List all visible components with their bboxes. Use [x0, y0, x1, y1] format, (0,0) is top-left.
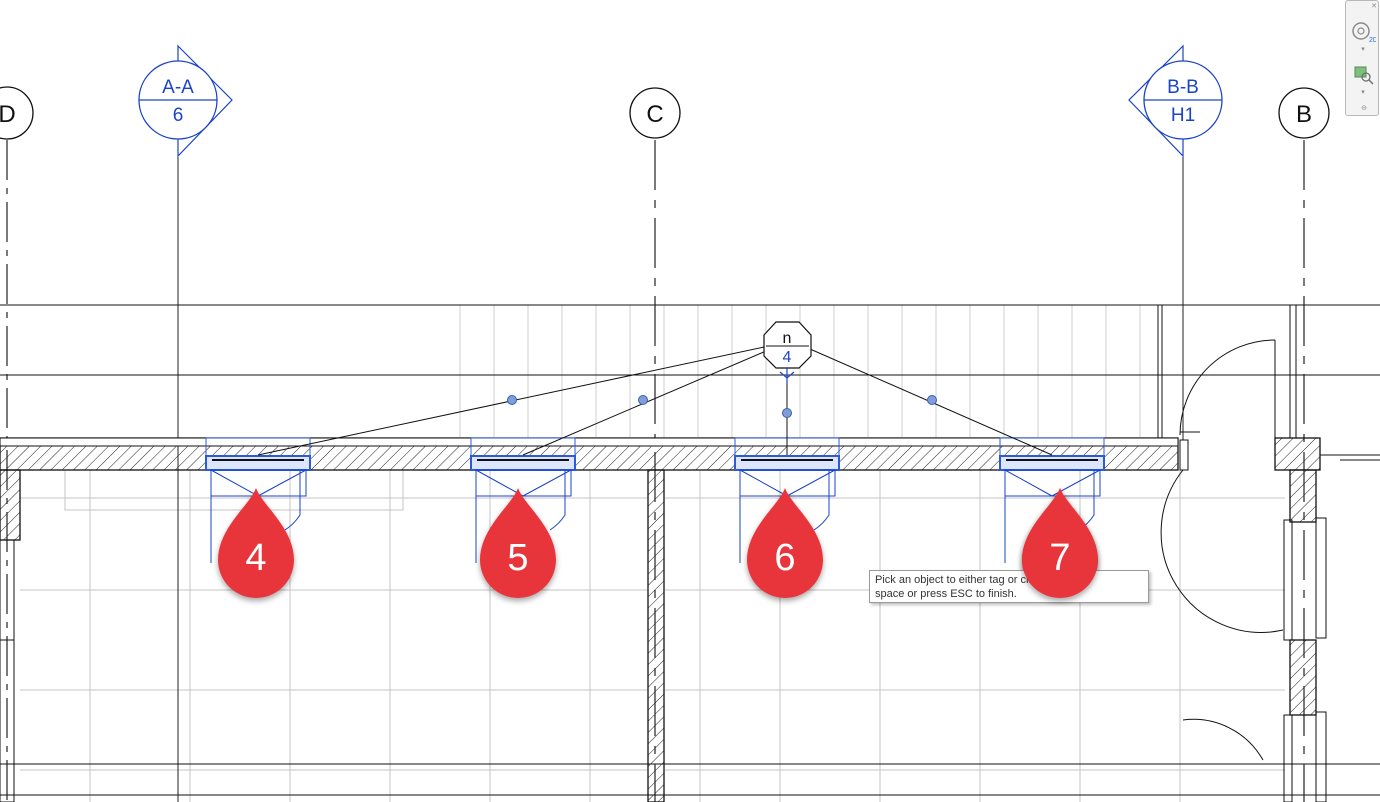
multi-category-tag[interactable]: n 4 [763, 321, 812, 384]
section-head-a-a[interactable]: A-A 6 [138, 44, 233, 802]
tag-top-text: n [783, 330, 792, 347]
command-tooltip: Pick an object to either tag or click em… [869, 570, 1149, 603]
marker-4: 4 [218, 488, 294, 598]
leader-grips[interactable] [507, 395, 937, 418]
chevron-down-icon[interactable]: ▾ [1361, 46, 1365, 53]
reference-lines [0, 304, 1380, 796]
gridline-d-label: D [0, 101, 16, 128]
gridline-b-label: B [1296, 101, 1312, 128]
gridline-c-label: C [646, 101, 663, 128]
marker-7-overlay-label: 7 [1049, 537, 1070, 579]
tooltip-line-2: space or press ESC to finish. [875, 588, 1017, 600]
marker-5: 5 [480, 488, 556, 598]
window-1[interactable] [205, 437, 311, 563]
exterior-wall[interactable] [0, 437, 1321, 716]
zoom-region-icon[interactable] [1350, 63, 1376, 85]
tag-bottom-text: 4 [783, 349, 792, 366]
marker-4-label: 4 [245, 537, 266, 579]
section-a-a-name: A-A [162, 77, 194, 98]
tooltip-line-1: Pick an object to either tag or click em… [875, 574, 1075, 586]
section-head-b-b[interactable]: B-B H1 [1128, 44, 1223, 440]
navigation-bar[interactable]: ✕ 2D ▾ ▾ ⊖ [1345, 0, 1379, 116]
marker-5-label: 5 [507, 537, 528, 579]
chevron-down-icon[interactable]: ▾ [1361, 89, 1365, 96]
window-2[interactable] [470, 437, 576, 563]
section-b-b-name: B-B [1167, 77, 1199, 98]
window-3[interactable] [734, 437, 840, 563]
marker-7-overlay: 7 [1022, 488, 1098, 598]
marker-6: 6 [747, 488, 823, 598]
marker-6-label: 6 [774, 537, 795, 579]
steering-wheel-2d-icon[interactable]: 2D [1350, 21, 1378, 44]
svg-text:2D: 2D [1369, 37, 1376, 43]
section-a-a-sheet: 6 [173, 105, 184, 126]
interior-wall[interactable] [647, 469, 665, 802]
move-grip-icon[interactable] [779, 368, 795, 384]
section-b-b-sheet: H1 [1171, 105, 1195, 126]
close-icon[interactable]: ✕ [1371, 3, 1377, 10]
options-icon[interactable]: ⊖ [1361, 105, 1367, 112]
right-entry-doors [0, 305, 1380, 802]
